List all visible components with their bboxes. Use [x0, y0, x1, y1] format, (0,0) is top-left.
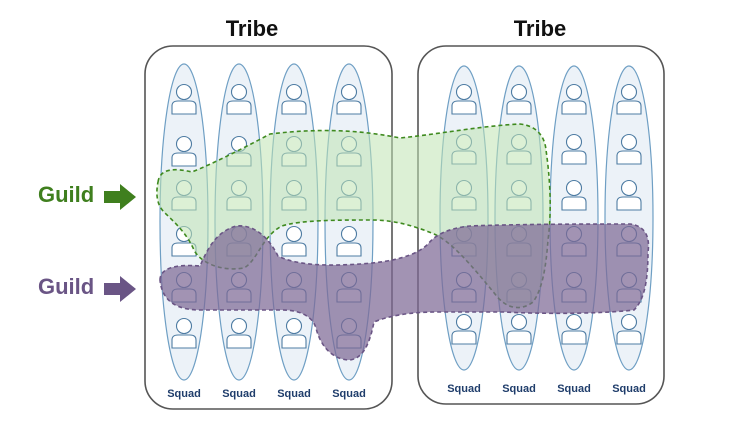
person-head [340, 83, 358, 101]
guild-2-area [159, 223, 650, 361]
person-body [616, 330, 642, 345]
person-head [565, 83, 583, 101]
guild-2-right-arrow-icon [104, 276, 136, 302]
person-body [281, 242, 307, 257]
person-body [281, 334, 307, 349]
person-icon [226, 317, 252, 349]
person-body [281, 100, 307, 115]
person-body [171, 334, 197, 349]
person-head [340, 225, 358, 243]
person-body [451, 100, 477, 115]
person-body [561, 100, 587, 115]
person-icon [281, 317, 307, 349]
person-head [285, 225, 303, 243]
person-body [336, 100, 362, 115]
tribe-1-squad-3-label: Squad [277, 388, 311, 400]
person-icon [171, 135, 197, 167]
person-body [506, 100, 532, 115]
person-icon [561, 83, 587, 115]
tribe-1-squad-1-label: Squad [167, 388, 201, 400]
person-body [226, 100, 252, 115]
person-head [620, 313, 638, 331]
person-icon [616, 313, 642, 345]
tribe-2-squad-2-label: Squad [502, 383, 536, 395]
tribe-2-title: Tribe [513, 16, 567, 41]
person-icon [171, 83, 197, 115]
person-icon [281, 225, 307, 257]
tribe-1-squad-4-label: Squad [332, 388, 366, 400]
person-head [230, 83, 248, 101]
person-body [336, 242, 362, 257]
person-icon [226, 83, 252, 115]
person-icon [171, 317, 197, 349]
person-body [451, 330, 477, 345]
person-icon [281, 83, 307, 115]
person-body [561, 196, 587, 211]
person-head [455, 83, 473, 101]
person-head [285, 83, 303, 101]
person-body [171, 100, 197, 115]
guild-2-label: Guild [38, 274, 95, 299]
person-head [455, 313, 473, 331]
person-body [616, 150, 642, 165]
person-icon [336, 225, 362, 257]
person-icon [506, 83, 532, 115]
person-head [285, 317, 303, 335]
person-icon [561, 133, 587, 165]
guild-1-right-arrow-icon [104, 184, 136, 210]
person-body [506, 330, 532, 345]
tribe-2-squad-1-label: Squad [447, 383, 481, 395]
person-icon [451, 83, 477, 115]
person-head [510, 313, 528, 331]
person-icon [451, 313, 477, 345]
person-body [171, 152, 197, 167]
tribe-2-squad-3-label: Squad [557, 383, 591, 395]
tribe-2-squad-3 [549, 65, 599, 371]
person-head [565, 133, 583, 151]
person-head [175, 317, 193, 335]
person-head [510, 83, 528, 101]
person-head [175, 83, 193, 101]
person-icon [336, 83, 362, 115]
person-head [175, 135, 193, 153]
person-head [565, 313, 583, 331]
person-body [616, 196, 642, 211]
person-head [230, 317, 248, 335]
person-head [620, 83, 638, 101]
guild-1-label: Guild [38, 182, 95, 207]
person-icon [506, 313, 532, 345]
person-body [226, 334, 252, 349]
person-icon [616, 133, 642, 165]
person-icon [616, 83, 642, 115]
person-head [620, 179, 638, 197]
person-icon [561, 313, 587, 345]
person-icon [616, 179, 642, 211]
tribe-2-squad-4 [604, 65, 654, 371]
person-head [620, 133, 638, 151]
person-body [561, 150, 587, 165]
person-icon [561, 179, 587, 211]
tribe-1-squad-2-label: Squad [222, 388, 256, 400]
person-body [561, 330, 587, 345]
tribe-2-squad-4-label: Squad [612, 383, 646, 395]
person-body [616, 100, 642, 115]
tribe-1-title: Tribe [225, 16, 279, 41]
tribe-1-container [144, 45, 393, 410]
person-head [565, 179, 583, 197]
